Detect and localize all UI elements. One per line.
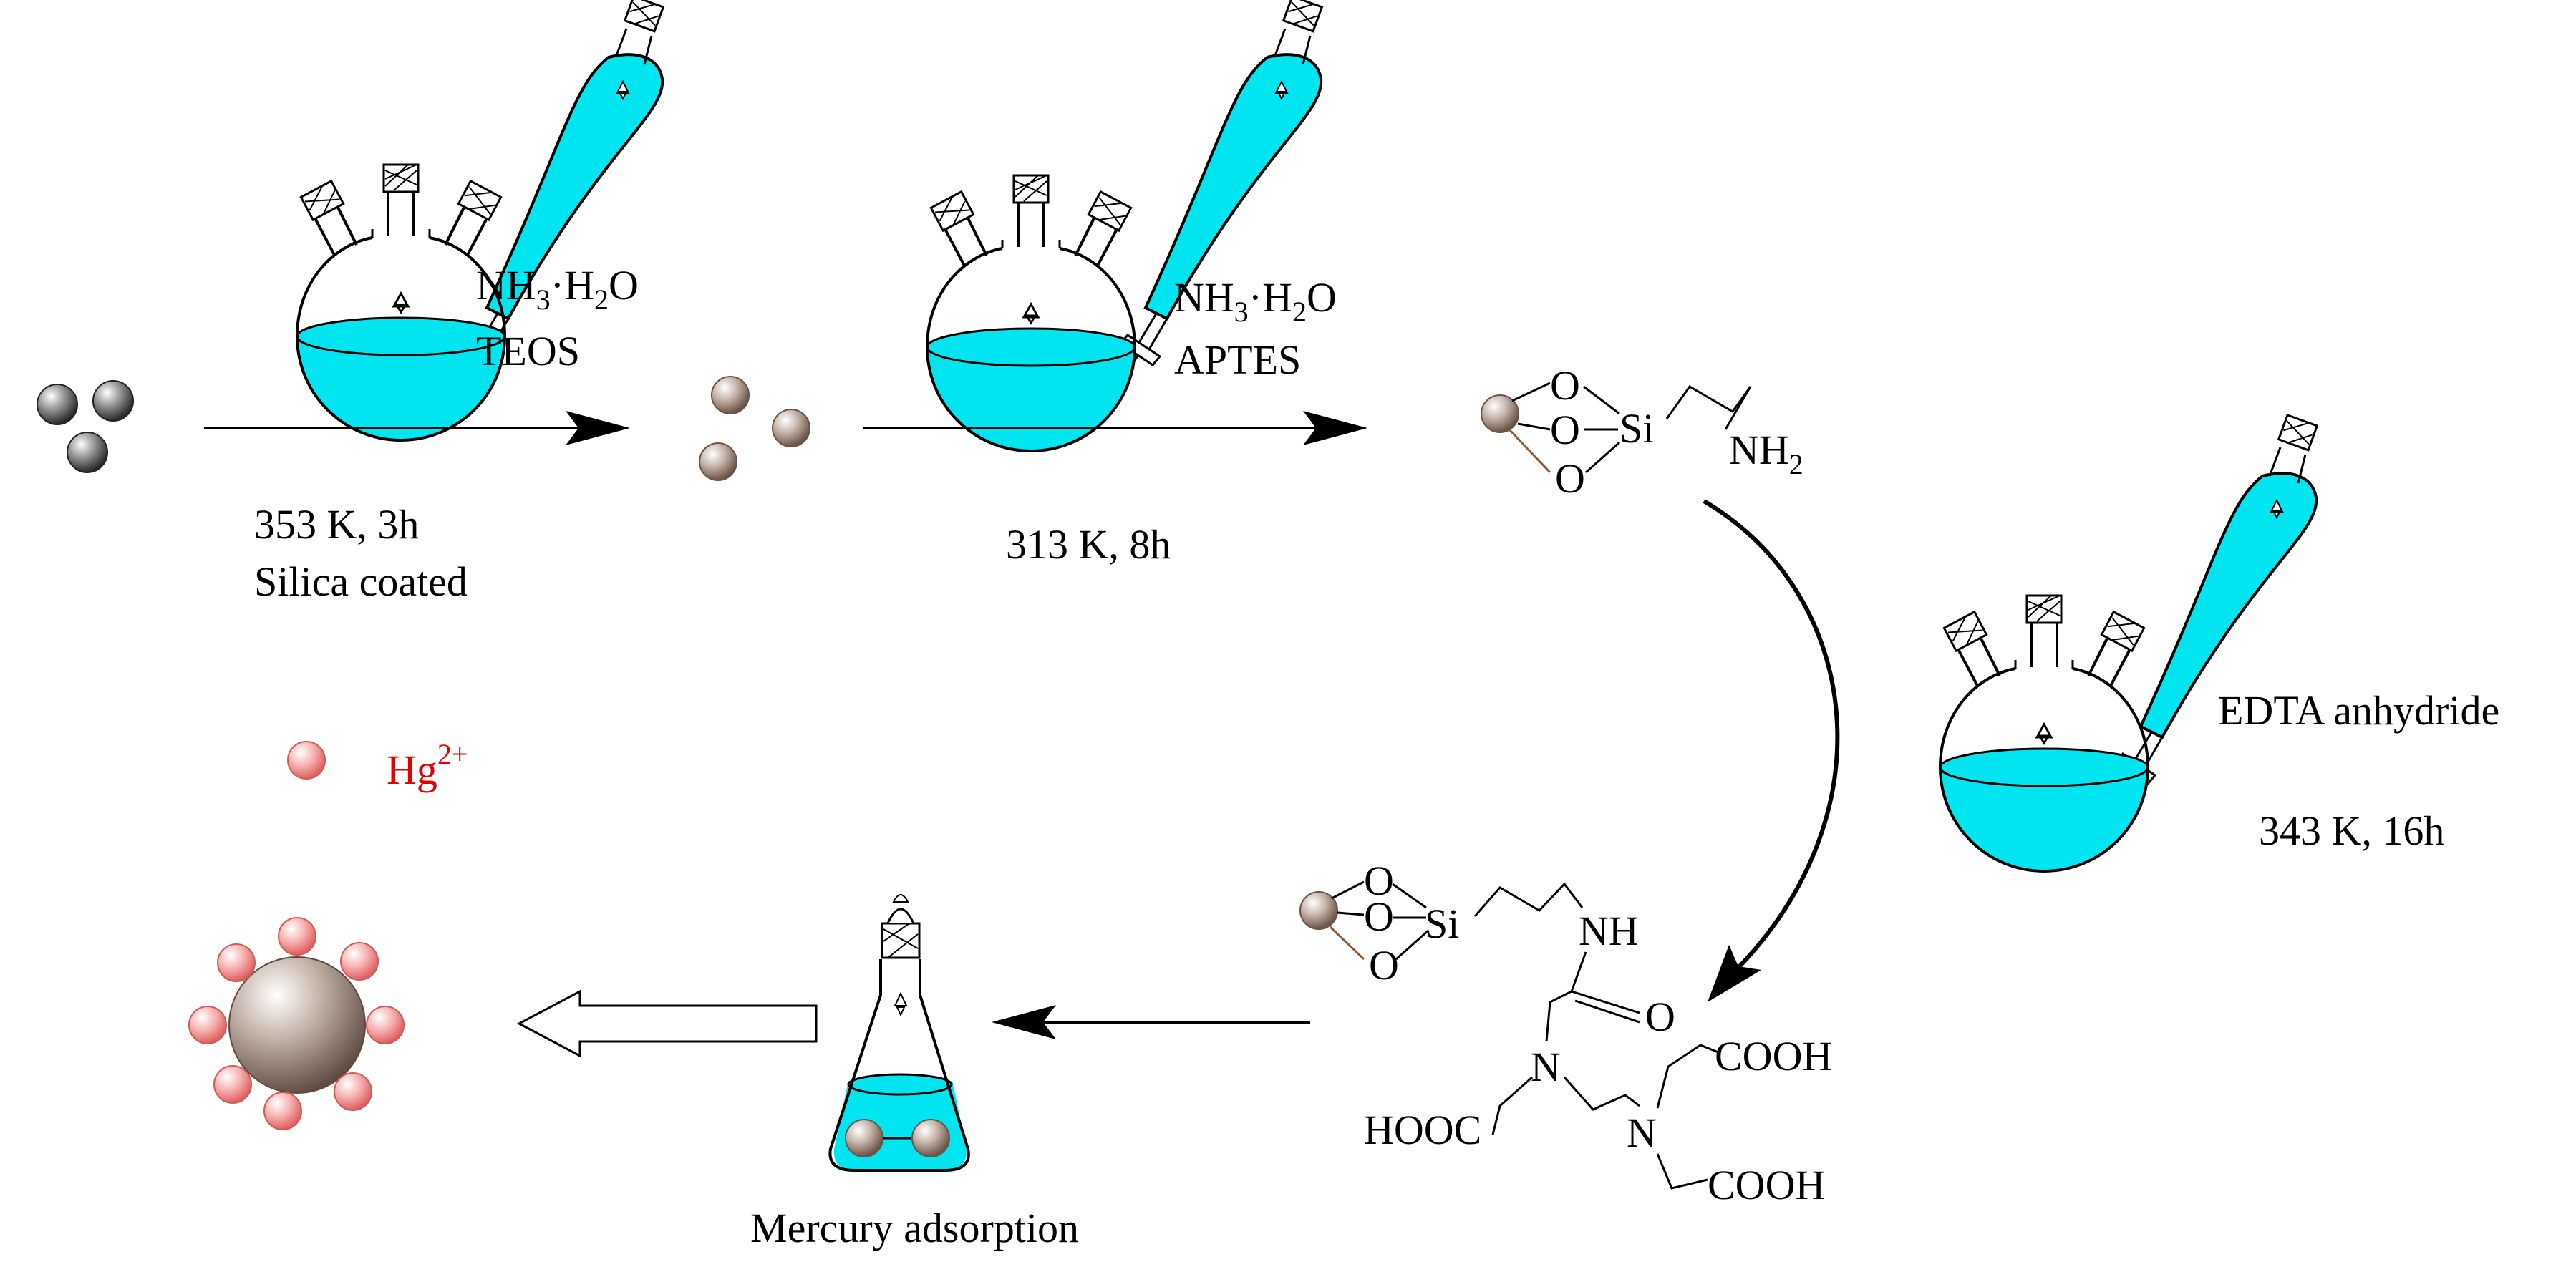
edta-cooh-bottom: COOH <box>1708 1162 1825 1208</box>
erlenmeyer-flask <box>828 894 970 1172</box>
three-neck-flask-1 <box>296 163 506 442</box>
mercury-ion <box>213 1065 252 1104</box>
coated-particle <box>1481 394 1519 433</box>
mercury-ion <box>263 1092 302 1130</box>
edta-functionalized-particle: O O O Si NH O N HOOC N COOH COOH <box>1299 858 1832 1208</box>
step1-condition-coating: Silica coated <box>254 558 468 605</box>
step3-curved-arrow <box>1703 499 1840 1002</box>
large-particle <box>228 956 366 1094</box>
legend-ion-label: Hg2+ <box>387 738 468 793</box>
legend: Hg2+ <box>287 738 468 793</box>
magnetic-particle <box>37 384 78 425</box>
amine-oxygen-3: O <box>1555 455 1585 502</box>
edta-nitrogen-2: N <box>1627 1110 1657 1156</box>
step3-condition: 343 K, 16h <box>2259 807 2444 854</box>
coated-particle <box>845 1119 883 1157</box>
amine-silicon: Si <box>1619 405 1654 452</box>
mercury-ion <box>217 943 256 982</box>
amine-nh2: NH2 <box>1729 427 1803 480</box>
edta-cooh-top: COOH <box>1715 1033 1832 1079</box>
edta-silicon: Si <box>1425 900 1459 947</box>
mercury-ion <box>334 1072 372 1111</box>
three-neck-flask-3 <box>1939 594 2149 873</box>
mercury-ion <box>340 942 379 981</box>
step2-reagent-aptes: APTES <box>1174 336 1301 383</box>
edta-nitrogen-1: N <box>1531 1044 1561 1090</box>
amine-oxygen-2: O <box>1550 407 1580 453</box>
mercury-ion <box>188 1006 227 1044</box>
coated-particle <box>911 1119 950 1157</box>
step2-reagent-ammonia: NH3·H2O <box>1174 274 1337 328</box>
coated-particle <box>699 442 737 481</box>
edta-oxygen-1: O <box>1364 858 1394 904</box>
three-neck-flask-2 <box>926 174 1136 452</box>
step1-condition-temp: 353 K, 3h <box>254 501 419 548</box>
coated-particle <box>711 376 750 414</box>
coated-particle <box>772 409 810 447</box>
edta-carbonyl-oxygen: O <box>1645 994 1675 1040</box>
edta-amide-nh: NH <box>1579 908 1639 954</box>
magnetic-particle <box>92 380 134 422</box>
magnetic-particle <box>67 432 108 473</box>
amine-functionalized-particle: O O O Si NH2 <box>1481 362 1803 502</box>
step1-arrow <box>204 411 630 445</box>
separatory-funnel-3 <box>2096 413 2319 807</box>
silica-coated-particles <box>699 376 810 481</box>
step4-arrow <box>992 1005 1310 1039</box>
edta-hooc: HOOC <box>1364 1107 1481 1153</box>
hollow-arrow <box>516 989 818 1058</box>
amine-oxygen-1: O <box>1550 362 1580 409</box>
edta-oxygen-2: O <box>1364 893 1394 940</box>
step1-reagent-ammonia: NH3·H2O <box>476 262 639 316</box>
mercury-ion <box>278 917 316 956</box>
starting-particles <box>37 380 134 473</box>
step2-condition-temp: 313 K, 8h <box>1006 521 1171 568</box>
separatory-funnel-2 <box>1101 0 1324 388</box>
coated-particle <box>1299 891 1338 930</box>
mercury-ion <box>366 1006 405 1044</box>
step1-reagent-teos: TEOS <box>476 328 580 374</box>
legend-ion-marker <box>287 741 326 780</box>
step4-label: Mercury adsorption <box>750 1205 1079 1251</box>
mercury-loaded-particle <box>188 917 405 1130</box>
step3-reagent: EDTA anhydride <box>2218 687 2499 734</box>
step2-arrow <box>863 411 1367 445</box>
edta-oxygen-3: O <box>1369 942 1399 989</box>
